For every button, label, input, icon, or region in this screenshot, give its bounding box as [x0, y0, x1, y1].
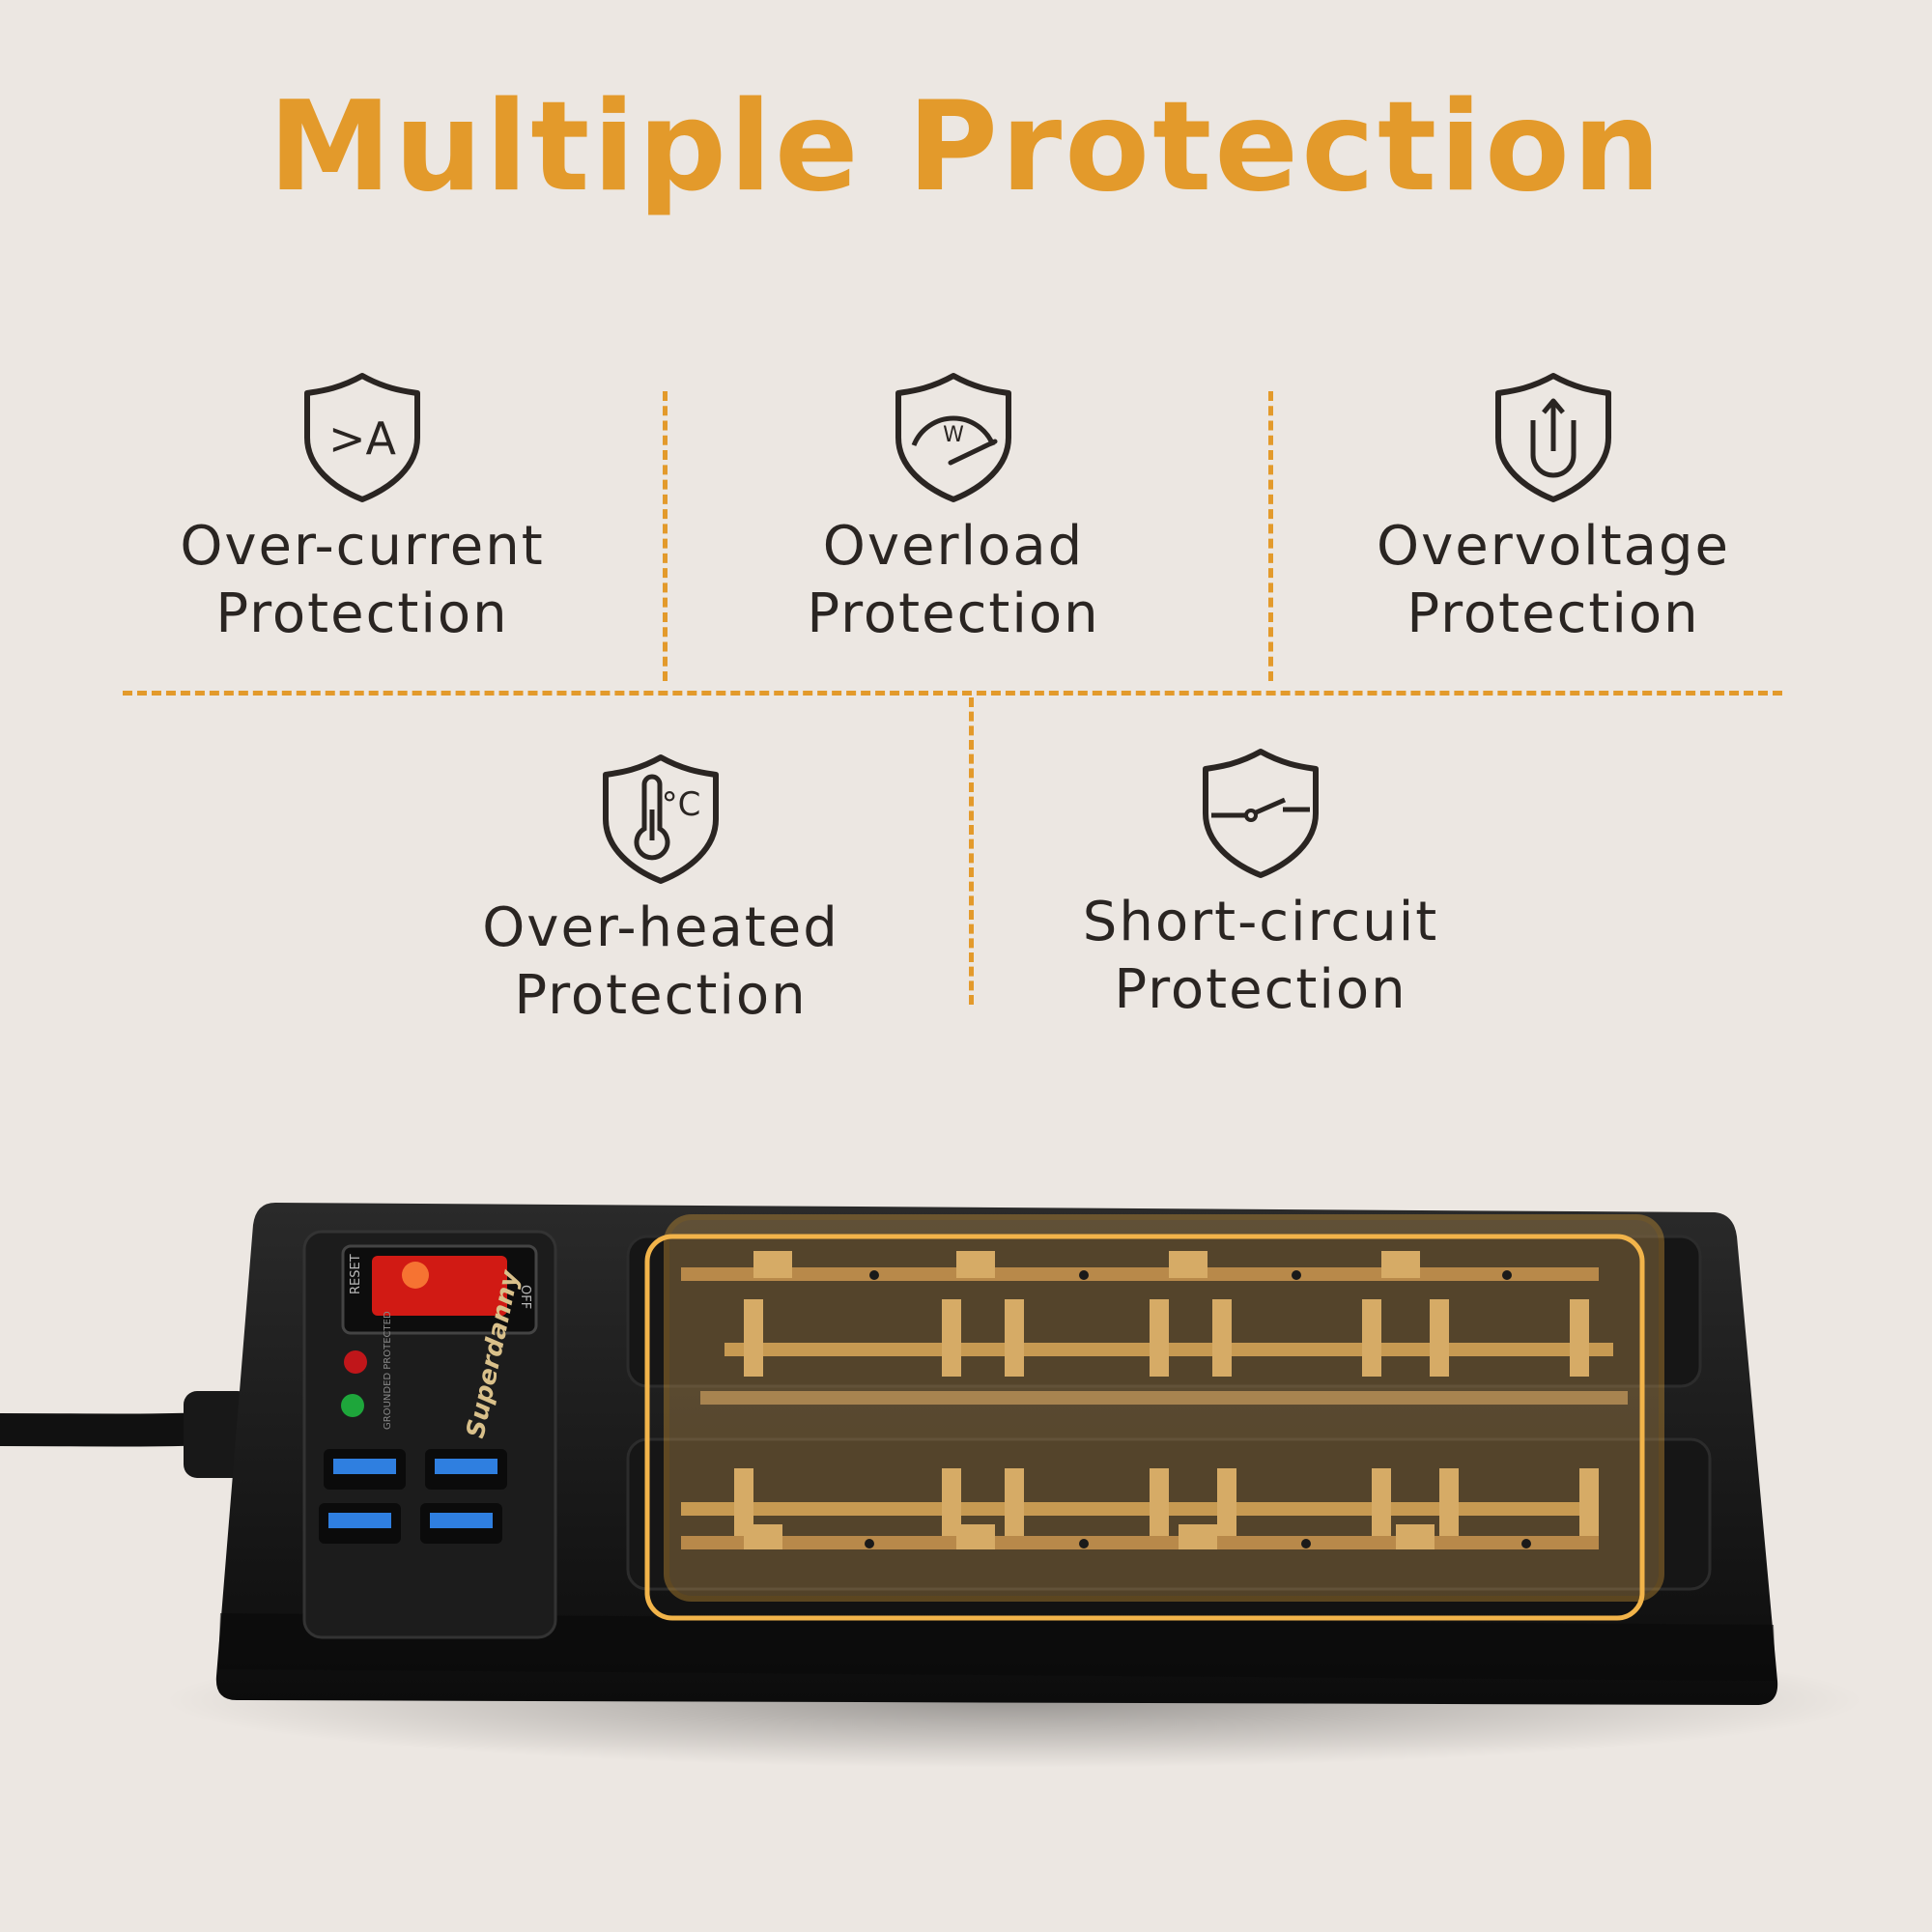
thermometer-shield-icon: °C	[603, 754, 719, 884]
feature-overload: W Overload Protection	[736, 370, 1171, 648]
feature-short-circuit: Short-circuit Protection	[1043, 746, 1478, 1024]
indicator-text: GROUNDED PROTECTED	[383, 1311, 393, 1430]
icon-text-over-heated: °C	[662, 785, 701, 824]
feature-label-short-circuit: Short-circuit Protection	[1082, 891, 1439, 1021]
cable-strain-relief	[184, 1391, 251, 1478]
over-current-shield-icon: >A	[304, 373, 420, 502]
divider-horizontal	[123, 691, 1782, 696]
power-strip-image: RESET OFF GROUNDED PROTECTED Superdanny	[0, 1203, 1864, 1768]
feature-label-overload: Overload Protection	[807, 515, 1100, 645]
feature-overvoltage: Overvoltage Protection	[1336, 370, 1771, 648]
feature-label-over-heated: Over-heated Protection	[482, 896, 839, 1027]
led-red	[344, 1350, 367, 1374]
feature-over-current: >A Over-current Protection	[145, 370, 580, 648]
divider-vertical-3	[969, 697, 974, 1005]
overload-wattmeter-shield-icon: W	[895, 373, 1011, 502]
internal-copper-wiring	[644, 1214, 1664, 1621]
overvoltage-u-shield-icon	[1495, 373, 1611, 502]
feature-label-over-current: Over-current Protection	[180, 515, 545, 645]
switch-shield-icon	[1203, 749, 1319, 878]
feature-label-overvoltage: Overvoltage Protection	[1377, 515, 1730, 645]
divider-vertical-2	[1268, 391, 1273, 681]
off-label: OFF	[518, 1285, 532, 1309]
switch-rocker	[372, 1256, 507, 1316]
icon-text-over-current: >A	[328, 412, 397, 465]
divider-vertical-1	[663, 391, 668, 681]
reset-label: RESET	[349, 1254, 363, 1294]
icon-text-overload: W	[943, 423, 964, 447]
led-green	[341, 1394, 364, 1417]
page-title: Multiple Protection	[268, 75, 1664, 219]
usb-ports	[319, 1449, 507, 1544]
feature-over-heated: °C Over-heated Protection	[443, 752, 878, 1030]
